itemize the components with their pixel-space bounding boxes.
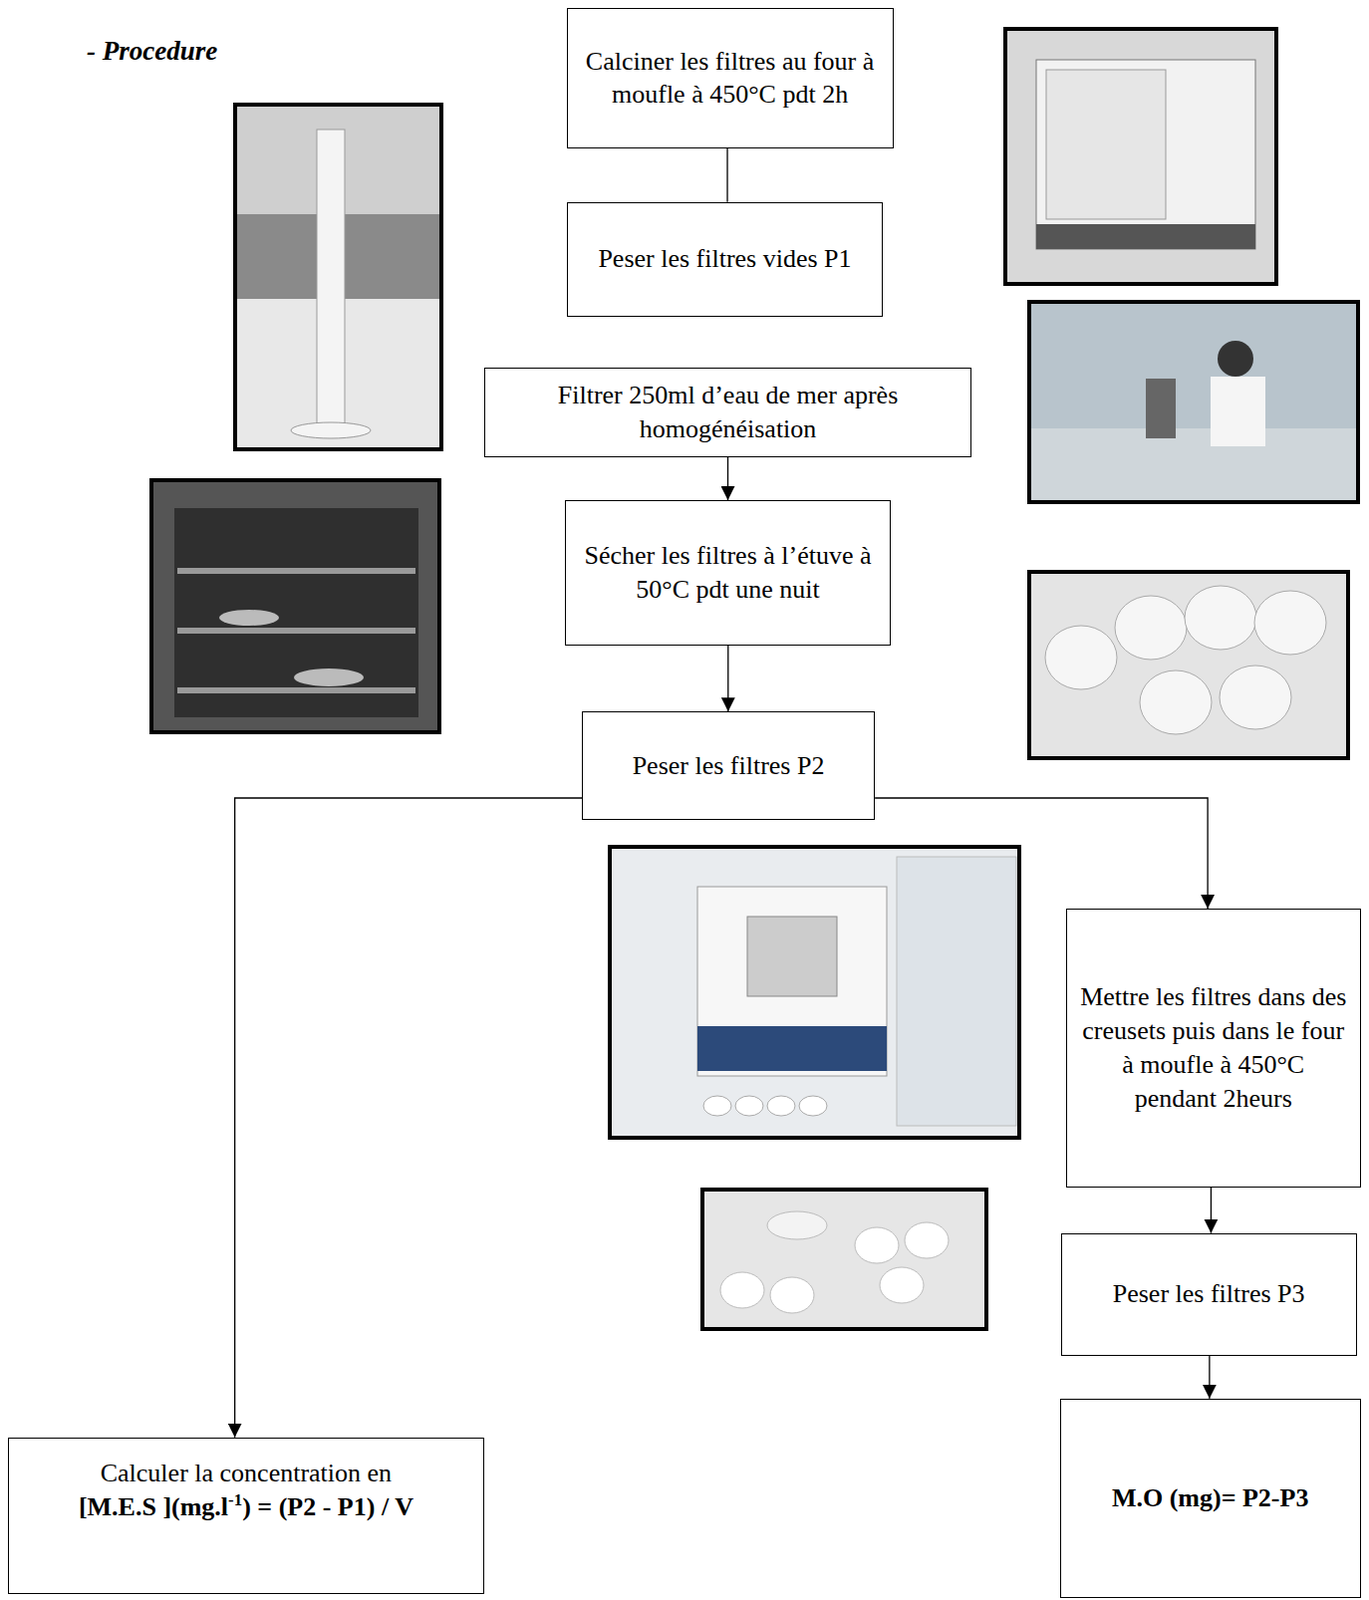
oven-photo xyxy=(151,480,440,733)
cylinder-photo xyxy=(235,104,442,450)
petri-dish xyxy=(1254,590,1327,655)
photo-ground xyxy=(151,480,440,733)
box-text: Filtrer 250ml d’eau de mer après homogén… xyxy=(557,380,899,444)
process-box: Calciner les filtres au four à moufle à … xyxy=(566,7,894,148)
process-box: Mettre les filtres dans des creusets pui… xyxy=(1066,908,1362,1188)
crucible xyxy=(767,1095,796,1116)
oven-inside xyxy=(174,508,419,718)
photo-cabinet xyxy=(896,856,1017,1126)
photo-frame xyxy=(702,1189,987,1330)
crucible xyxy=(703,1095,732,1116)
flow-arrow xyxy=(727,645,729,713)
oven-shelf xyxy=(177,627,416,634)
text-line: Peser les filtres vides P1 xyxy=(597,242,851,276)
crucible xyxy=(770,1277,815,1314)
photo-ground xyxy=(609,846,1020,1138)
crucibles-photo xyxy=(702,1189,987,1330)
photo-frame xyxy=(1029,301,1359,503)
box-text: [M.E.S ](mg.l xyxy=(78,1492,229,1522)
crucible xyxy=(799,1095,827,1116)
box-text: Mettre les filtres dans des creusets pui… xyxy=(1080,982,1347,1112)
petri-dish xyxy=(1139,670,1212,735)
box-text: Calciner les filtres au four à moufle à … xyxy=(585,46,875,110)
superscript: -1 xyxy=(228,1490,243,1510)
furnace-photo xyxy=(609,846,1020,1138)
section-title: - Procedure xyxy=(86,35,218,67)
box-text: M.O (mg)= P2-P3 xyxy=(1111,1483,1309,1513)
text-line: M.O (mg)= P2-P3 xyxy=(1111,1481,1309,1516)
flow-arrow xyxy=(1208,1356,1210,1399)
photo-frame xyxy=(235,104,442,450)
photo-ground xyxy=(1005,28,1277,284)
process-box: Peser les filtres vides P1 xyxy=(566,202,884,317)
crucible xyxy=(904,1222,949,1259)
furnace-door xyxy=(1046,69,1166,220)
photo-frame xyxy=(609,846,1020,1138)
petri-photo xyxy=(1029,571,1349,759)
process-box: M.O (mg)= P2-P3 xyxy=(1060,1398,1362,1599)
photo-bench xyxy=(1029,428,1359,503)
connector-line xyxy=(726,148,728,203)
box-text: Peser les filtres P2 xyxy=(632,751,825,781)
flow-arrow xyxy=(727,457,729,501)
flow-arrow xyxy=(235,798,582,1438)
oven-shelf xyxy=(177,687,416,694)
furnace-body xyxy=(697,886,887,1077)
process-box: Peser les filtres P2 xyxy=(581,711,875,821)
photo-ground xyxy=(235,104,442,450)
oven-item xyxy=(219,609,279,626)
person-head xyxy=(1217,340,1254,377)
filter-apparatus xyxy=(1145,378,1176,439)
text-line: Calculer la concentration en xyxy=(100,1456,392,1491)
text-line: Calciner les filtres au four à moufle à … xyxy=(579,44,881,113)
text-line: Peser les filtres P2 xyxy=(632,749,825,784)
crucible xyxy=(720,1272,765,1309)
process-box: Peser les filtres P3 xyxy=(1061,1233,1358,1357)
box-text: Sécher les filtres à l’étuve à 50°C pdt … xyxy=(584,541,872,604)
oven-shelf xyxy=(177,567,416,574)
petri-dish xyxy=(1219,665,1292,730)
text-line: [M.E.S ](mg.l-1) = (P2 - P1) / V xyxy=(78,1489,414,1524)
furnace-body xyxy=(1036,59,1256,250)
box-text: ) = (P2 - P1) / V xyxy=(242,1492,414,1522)
cylinder-base xyxy=(290,422,371,439)
furnace-base xyxy=(697,1026,887,1072)
crucible xyxy=(879,1267,924,1304)
oven-item xyxy=(293,668,364,687)
flow-arrow xyxy=(1210,1187,1212,1234)
photo-frame xyxy=(151,480,440,733)
crucible xyxy=(854,1227,899,1264)
cylinder-shape xyxy=(316,129,345,429)
process-box: Sécher les filtres à l’étuve à 50°C pdt … xyxy=(564,500,892,645)
process-box: Calculer la concentration en[M.E.S ](mg.… xyxy=(7,1437,484,1596)
flow-arrow xyxy=(874,798,1208,909)
photo-ground xyxy=(702,1189,987,1330)
furnace-photo xyxy=(1005,28,1277,284)
text-line: Peser les filtres P3 xyxy=(1112,1277,1306,1312)
petri-dish xyxy=(1114,595,1187,660)
petri-dish xyxy=(767,1211,827,1240)
person-body xyxy=(1210,376,1266,447)
filtration-photo xyxy=(1029,301,1359,503)
furnace-base xyxy=(1036,224,1256,250)
process-box: Filtrer 250ml d’eau de mer après homogén… xyxy=(484,367,973,458)
text-line: Mettre les filtres dans des creusets pui… xyxy=(1079,980,1349,1115)
box-text: Calculer la concentration en xyxy=(100,1458,392,1488)
photo-ground xyxy=(1029,571,1349,759)
text-line: Filtrer 250ml d’eau de mer après homogén… xyxy=(497,378,960,447)
text-line: Sécher les filtres à l’étuve à 50°C pdt … xyxy=(577,539,879,607)
photo-ground xyxy=(1029,301,1359,503)
petri-dish xyxy=(1184,585,1257,650)
crucible xyxy=(735,1095,764,1116)
box-text: Peser les filtres P3 xyxy=(1112,1279,1306,1309)
photo-frame xyxy=(1029,571,1349,759)
furnace-door xyxy=(747,916,837,997)
photo-frame xyxy=(1005,28,1277,284)
box-text: Peser les filtres vides P1 xyxy=(597,244,851,274)
petri-dish xyxy=(1045,625,1117,690)
